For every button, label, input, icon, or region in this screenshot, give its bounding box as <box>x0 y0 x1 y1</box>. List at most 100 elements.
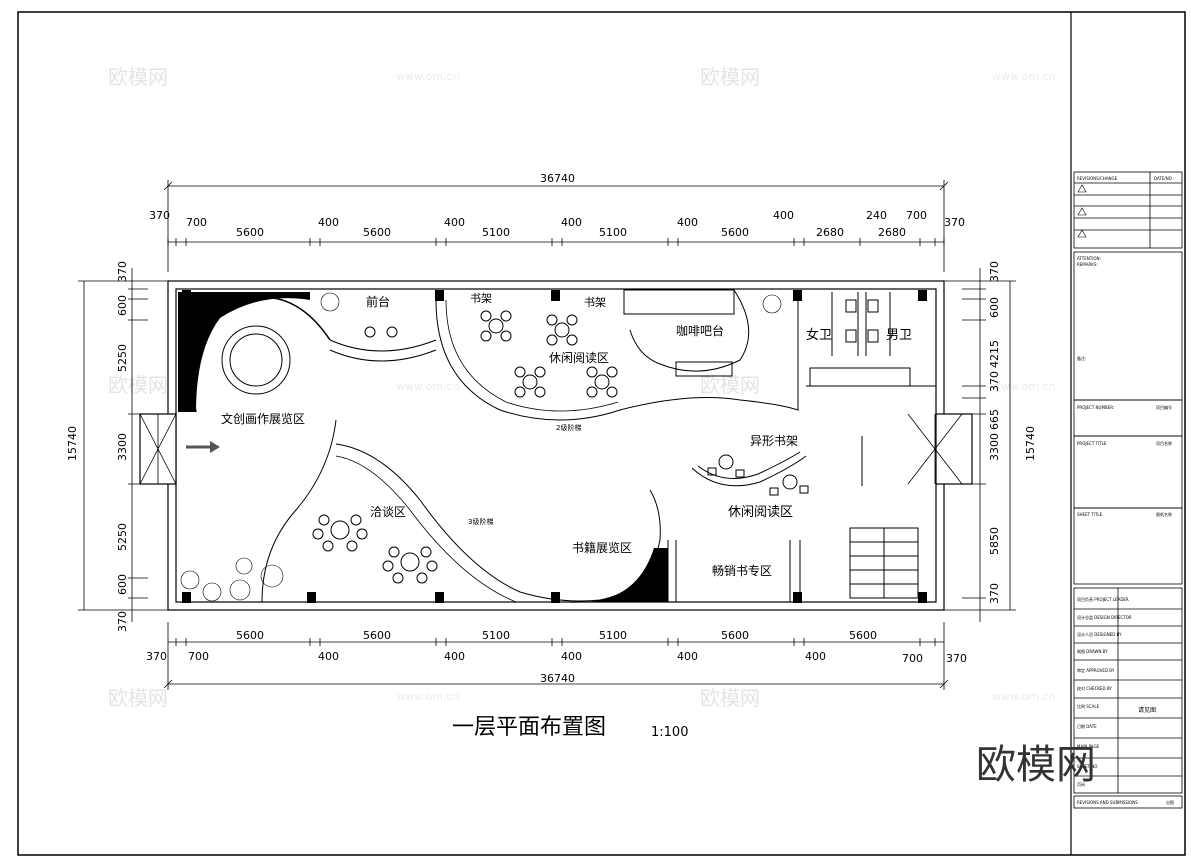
svg-text:5100: 5100 <box>482 629 510 642</box>
svg-text:2680: 2680 <box>816 226 844 239</box>
shaped-shelf-chairs <box>707 454 809 496</box>
label-leisure-reading-1: 休闲阅读区 <box>549 351 609 365</box>
svg-text:700: 700 <box>902 652 923 665</box>
svg-text:欧模网: 欧模网 <box>108 686 168 710</box>
svg-text:www.om.cn: www.om.cn <box>992 690 1055 703</box>
label-bookshelf-1: 书架 <box>470 292 492 305</box>
svg-text:DATE/NO: DATE/NO <box>1154 176 1172 181</box>
svg-text:备注:: 备注: <box>1077 355 1086 361</box>
svg-text:700: 700 <box>188 650 209 663</box>
svg-text:欧模网: 欧模网 <box>700 373 760 397</box>
svg-text:3300: 3300 <box>116 433 129 461</box>
label-cafe-bar: 咖啡吧台 <box>676 323 724 338</box>
top-inner-dims: 5600 5600 5100 5100 5600 2680 2680 <box>236 226 906 239</box>
svg-text:2680: 2680 <box>878 226 906 239</box>
svg-text:5600: 5600 <box>721 629 749 642</box>
exhibit-curve <box>191 296 331 413</box>
svg-text:400: 400 <box>805 650 826 663</box>
top-dim-ticks <box>167 238 945 246</box>
book-exhibit-curve-inner <box>335 455 517 603</box>
left-dims-text: 15740 370 600 5250 3300 5250 600 370 <box>66 261 129 632</box>
reading-area-curve-inner <box>445 299 619 412</box>
svg-text:400: 400 <box>318 650 339 663</box>
cafe-counter <box>623 289 735 315</box>
svg-text:370: 370 <box>146 650 167 663</box>
top-dimensions <box>163 180 949 272</box>
svg-text:制图 DRAWN BY: 制图 DRAWN BY <box>1077 648 1108 654</box>
exhibit-wall-shape <box>178 292 310 412</box>
svg-text:欧模网: 欧模网 <box>108 65 168 89</box>
svg-text:3300: 3300 <box>988 433 1001 461</box>
svg-text:240: 240 <box>866 209 887 222</box>
label-talk-zone: 洽谈区 <box>370 505 406 519</box>
svg-text:400: 400 <box>677 650 698 663</box>
label-step-2: 2级阶梯 <box>556 423 581 432</box>
overall-width-bottom: 36740 <box>540 672 575 685</box>
svg-text:15740: 15740 <box>1024 426 1037 461</box>
svg-text:370: 370 <box>944 216 965 229</box>
svg-text:5100: 5100 <box>599 226 627 239</box>
sheet-border <box>17 11 1186 856</box>
svg-text:SHEET NO: SHEET NO <box>1077 764 1097 769</box>
svg-text:页码: 页码 <box>1077 781 1085 787</box>
cafe-shelf <box>675 361 733 377</box>
label-shaped-shelf: 异形书架 <box>750 434 798 448</box>
svg-text:5600: 5600 <box>236 226 264 239</box>
svg-text:15740: 15740 <box>66 426 79 461</box>
label-book-exhibit: 书籍展览区 <box>572 540 632 555</box>
svg-text:700: 700 <box>906 209 927 222</box>
svg-text:400: 400 <box>444 650 465 663</box>
bottom-dim-ticks <box>175 638 936 646</box>
svg-text:www.om.cn: www.om.cn <box>396 380 459 393</box>
reception-chair <box>364 326 376 338</box>
label-step-3: 3级阶梯 <box>468 517 493 526</box>
label-mens-wc: 男卫 <box>886 328 912 343</box>
svg-text:5250: 5250 <box>116 523 129 551</box>
bottom-inner-dims: 5600 5600 5100 5100 5600 5600 <box>236 629 877 642</box>
round-display <box>221 325 291 395</box>
svg-text:400: 400 <box>561 650 582 663</box>
svg-text:370: 370 <box>988 371 1001 392</box>
drawing-scale: 1:100 <box>651 725 688 740</box>
svg-text:5600: 5600 <box>849 629 877 642</box>
title-block-warnings <box>1077 184 1087 238</box>
svg-text:审定 APPROVED BY: 审定 APPROVED BY <box>1077 667 1115 673</box>
svg-text:www.om.cn: www.om.cn <box>992 380 1055 393</box>
label-bookshelf-2: 书架 <box>584 296 606 309</box>
book-exhibit-black <box>560 548 668 603</box>
svg-text:370: 370 <box>149 209 170 222</box>
svg-text:400: 400 <box>561 216 582 229</box>
svg-text:www.om.cn: www.om.cn <box>396 70 459 83</box>
svg-text:4215: 4215 <box>988 340 1001 368</box>
plants <box>180 292 782 602</box>
overall-width-top: 36740 <box>540 172 575 185</box>
label-leisure-reading-2: 休闲阅读区 <box>728 505 793 520</box>
bottom-outer-dims: 370 700 400 400 400 400 400 700 370 <box>146 650 967 665</box>
entrance-doors <box>139 413 963 485</box>
reading-area-curve <box>435 299 799 421</box>
svg-text:700: 700 <box>186 216 207 229</box>
label-creative-exhibit: 文创画作展览区 <box>221 411 305 426</box>
top-outer-dims: 370 700 400 400 400 400 400 240 700 370 <box>149 209 965 229</box>
svg-text:5100: 5100 <box>482 226 510 239</box>
svg-text:5850: 5850 <box>988 527 1001 555</box>
svg-text:校对 CHECKED BY: 校对 CHECKED BY <box>1077 685 1112 691</box>
svg-text:PROJECT NUMBER:: PROJECT NUMBER: <box>1077 405 1114 410</box>
svg-text:600: 600 <box>116 574 129 595</box>
bestseller-stairs <box>667 436 919 602</box>
book-exhibit-curve <box>335 443 661 602</box>
label-bestseller-zone: 畅销书专区 <box>712 563 772 578</box>
svg-text:400: 400 <box>444 216 465 229</box>
svg-text:请见图: 请见图 <box>1138 706 1156 714</box>
svg-text:www.om.cn: www.om.cn <box>992 70 1055 83</box>
svg-text:项目负责 PROJECT LEADER: 项目负责 PROJECT LEADER <box>1077 596 1129 602</box>
svg-text:比例 SCALE: 比例 SCALE <box>1077 703 1100 709</box>
svg-text:370: 370 <box>116 261 129 282</box>
svg-text:REVISIONS/CHANGE: REVISIONS/CHANGE <box>1077 176 1118 181</box>
svg-text:www.om.cn: www.om.cn <box>396 690 459 703</box>
right-dims-text: 15740 370 600 4215 370 665 3300 5850 370 <box>988 261 1037 604</box>
svg-text:400: 400 <box>677 216 698 229</box>
svg-text:370: 370 <box>946 652 967 665</box>
restrooms <box>797 290 936 410</box>
